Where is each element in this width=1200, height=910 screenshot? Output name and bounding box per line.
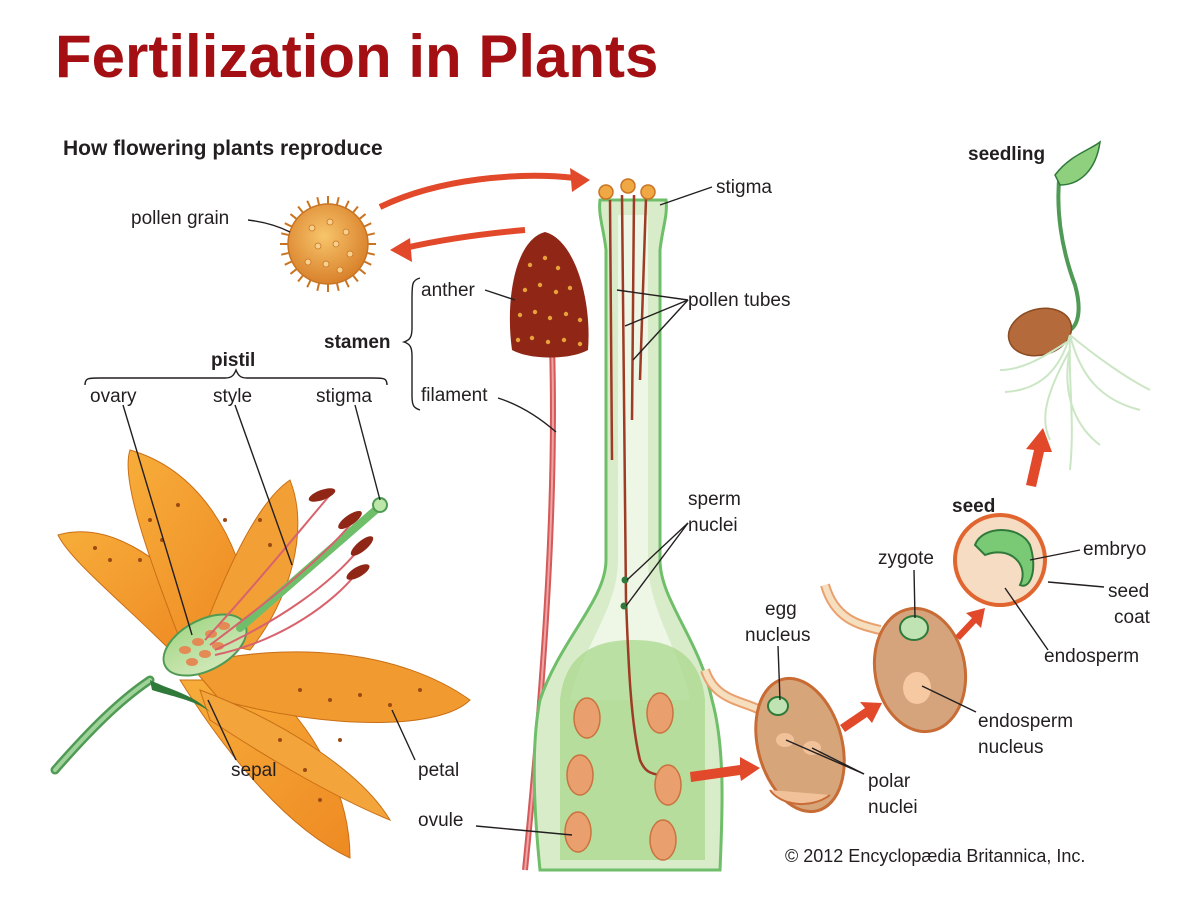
label-stigma-top: stigma [716,177,772,198]
flower-illustration [50,449,471,859]
label-seed: seed [952,496,995,517]
label-seed-coat-line2: coat [1114,607,1151,628]
label-ovary: ovary [90,386,137,407]
label-petal: petal [418,760,459,781]
arrow-seed-to-seedling [1026,428,1052,487]
pistil-stigma [372,497,388,513]
ovule-stage-1 [700,668,846,814]
seed-illustration [953,513,1047,607]
label-sperm-nuclei-line2: nuclei [688,515,738,536]
sperm-nucleus [620,602,628,610]
arrow-pollen-to-stigma [378,172,576,210]
copyright-credit: © 2012 Encyclopædia Britannica, Inc. [785,846,1085,866]
diagram-subtitle: How flowering plants reproduce [63,137,383,160]
label-anther: anther [421,280,476,301]
label-ovule: ovule [418,810,463,831]
label-egg-nucleus-line1: egg [765,599,797,620]
petal-right-lower [199,689,392,822]
arrow-stage2-to-seed [955,608,985,640]
leader-lines [84,186,1105,836]
sperm-nucleus [621,576,629,584]
process-arrows [378,168,1052,782]
sepal-shape [150,680,210,712]
label-polar-nuclei-line1: polar [868,771,911,792]
pistil-style [236,504,382,632]
label-embryo: embryo [1083,539,1146,560]
label-endosperm-nucleus-line1: endosperm [978,711,1073,732]
ovules [564,692,682,861]
label-sepal: sepal [231,760,276,781]
label-endosperm-nucleus-line2: nucleus [978,737,1044,758]
pollen-grain-illustration [280,196,376,292]
label-endosperm: endosperm [1044,646,1139,667]
label-pistil: pistil [211,350,255,371]
label-pollen-grain: pollen grain [131,208,229,229]
label-filament: filament [421,385,488,406]
pistil-section-illustration [532,178,724,872]
label-pollen-tubes: pollen tubes [688,290,790,311]
label-stamen: stamen [324,332,391,353]
arrow-ovule-to-stage1 [690,757,760,782]
arrow-stage1-to-stage2 [840,702,882,732]
ovule-stage-2 [820,583,968,734]
label-sperm-nuclei-line1: sperm [688,489,741,510]
petal-back-right [199,479,299,651]
label-egg-nucleus-line2: nucleus [745,625,811,646]
page-title: Fertilization in Plants [55,23,658,90]
labels: pollen grain stigma anther pollen tubes … [90,144,1151,831]
petal-right [189,651,471,723]
label-zygote: zygote [878,548,934,569]
label-polar-nuclei-line2: nuclei [868,797,918,818]
label-style: style [213,386,252,407]
anther-shape [509,232,589,358]
label-seedling: seedling [968,144,1045,165]
label-stigma-flower: stigma [316,386,372,407]
arrow-anther-to-pollen [404,227,526,251]
seedling-illustration [999,140,1151,471]
label-seed-coat-line1: seed [1108,581,1149,602]
